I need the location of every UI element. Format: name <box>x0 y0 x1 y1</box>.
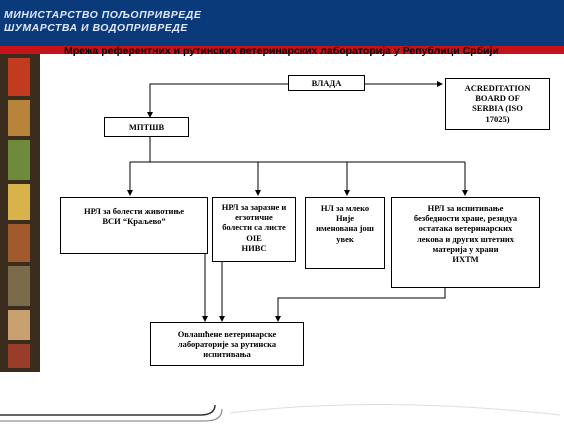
filmstrip-photo <box>8 140 30 180</box>
ministry-name-line2: ШУМАРСТВА И ВОДОПРИВРЕДЕ <box>4 22 188 34</box>
filmstrip-photo <box>8 100 30 136</box>
photo-filmstrip <box>0 54 40 372</box>
node-nrl-animal-diseases: НРЛ за болести животиње ВСИ “Краљево” <box>60 197 208 254</box>
ministry-name-line1: МИНИСТАРСТВО ПОЉОПРИВРЕДЕ <box>4 9 202 21</box>
filmstrip-photo <box>8 344 30 368</box>
filmstrip-photo <box>8 58 30 96</box>
node-ministry: МПТШВ <box>104 117 189 137</box>
edge-food-to-authorized <box>275 288 446 322</box>
header-stripe <box>0 46 564 54</box>
node-nrl-food-safety: НРЛ за испитивање безбедности хране, рез… <box>391 197 540 288</box>
filmstrip-photo <box>8 184 30 220</box>
edge-vlada-ministry <box>147 83 288 118</box>
footer-swoosh <box>0 403 561 422</box>
header-banner: МИНИСТАРСТВО ПОЉОПРИВРЕДЕ ШУМАРСТВА И ВО… <box>0 0 564 46</box>
node-accreditation-board: ACREDITATION BOARD OF SERBIA (ISO 17025) <box>445 78 550 130</box>
filmstrip-photo <box>8 266 30 306</box>
edge-ministry-trunk <box>149 137 465 163</box>
filmstrip-photo <box>8 310 30 340</box>
node-nrl-infectious-diseases: НРЛ за заразне и егзотичне болести са ли… <box>212 197 296 262</box>
node-vlada: ВЛАДА <box>288 75 365 91</box>
node-nl-milk: НЛ за млеко Није именована још увек <box>305 197 385 269</box>
slide-title: Мрежа референтних и рутинских ветеринарс… <box>64 45 499 57</box>
filmstrip-photo <box>8 224 30 262</box>
node-authorized-labs: Овлашћене ветеринарске лабораторије за р… <box>150 322 304 366</box>
